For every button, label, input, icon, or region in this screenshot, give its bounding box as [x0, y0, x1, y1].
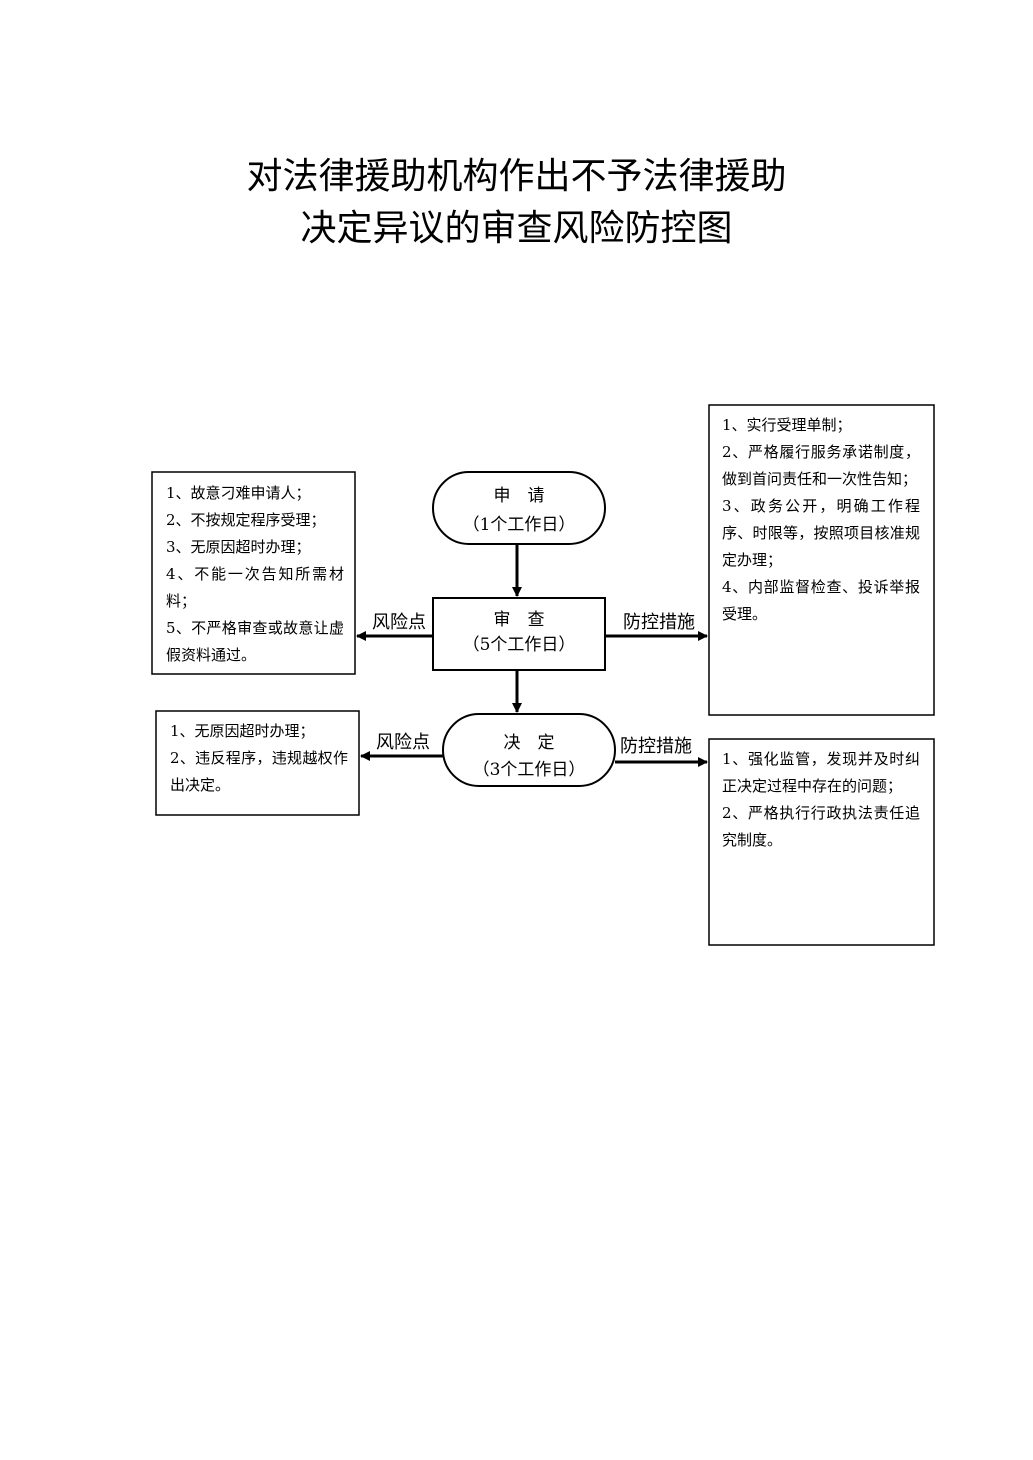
apply-node-name: 申 请	[494, 486, 545, 506]
list-item: 4、不能一次告知所需材料；	[166, 565, 344, 610]
risk-decide-list: 1、无原因超时办理； 2、违反程序，违规越权作出决定。	[170, 718, 348, 799]
review-node-name: 审 查	[494, 610, 545, 630]
risk-review-label: 风险点	[372, 612, 426, 633]
control-review-label: 防控措施	[623, 612, 695, 633]
review-node-days: （5个工作日）	[463, 635, 576, 655]
risk-decide-label: 风险点	[376, 732, 430, 753]
control-review-list: 1、实行受理单制； 2、严格履行服务承诺制度，做到首问责任和一次性告知； 3、政…	[722, 412, 920, 628]
risk-review-box	[151, 471, 356, 675]
review-node	[432, 597, 606, 671]
list-item: 2、违反程序，违规越权作出决定。	[170, 749, 348, 794]
decide-node-days: （3个工作日）	[473, 760, 586, 780]
list-item: 2、不按规定程序受理；	[166, 511, 326, 529]
list-item: 1、实行受理单制；	[722, 416, 852, 434]
page-title-line-1: 对法律援助机构作出不予法律援助	[246, 156, 787, 197]
risk-review-list: 1、故意刁难申请人； 2、不按规定程序受理； 3、无原因超时办理； 4、不能一次…	[166, 480, 344, 669]
page-title-line-2: 决定异议的审查风险防控图	[300, 208, 733, 249]
decide-node	[442, 713, 616, 787]
list-item: 1、无原因超时办理；	[170, 722, 315, 740]
list-item: 1、强化监管，发现并及时纠正决定过程中存在的问题；	[722, 750, 920, 795]
decide-node-name: 决 定	[504, 733, 555, 753]
list-item: 1、故意刁难申请人；	[166, 484, 311, 502]
risk-decide-box	[155, 710, 360, 816]
apply-node	[432, 471, 606, 545]
control-review-box	[708, 404, 935, 716]
list-item: 3、政务公开，明确工作程序、时限等，按照项目核准规定办理；	[722, 497, 920, 569]
control-decide-label: 防控措施	[620, 736, 692, 757]
list-item: 2、严格履行服务承诺制度，做到首问责任和一次性告知；	[722, 443, 920, 488]
control-decide-box	[708, 738, 935, 946]
list-item: 3、无原因超时办理；	[166, 538, 311, 556]
list-item: 4、内部监督检查、投诉举报受理。	[722, 578, 920, 623]
apply-node-days: （1个工作日）	[463, 515, 576, 535]
list-item: 2、严格执行行政执法责任追究制度。	[722, 804, 920, 849]
control-decide-list: 1、强化监管，发现并及时纠正决定过程中存在的问题； 2、严格执行行政执法责任追究…	[722, 746, 920, 854]
list-item: 5、不严格审查或故意让虚假资料通过。	[166, 619, 344, 664]
